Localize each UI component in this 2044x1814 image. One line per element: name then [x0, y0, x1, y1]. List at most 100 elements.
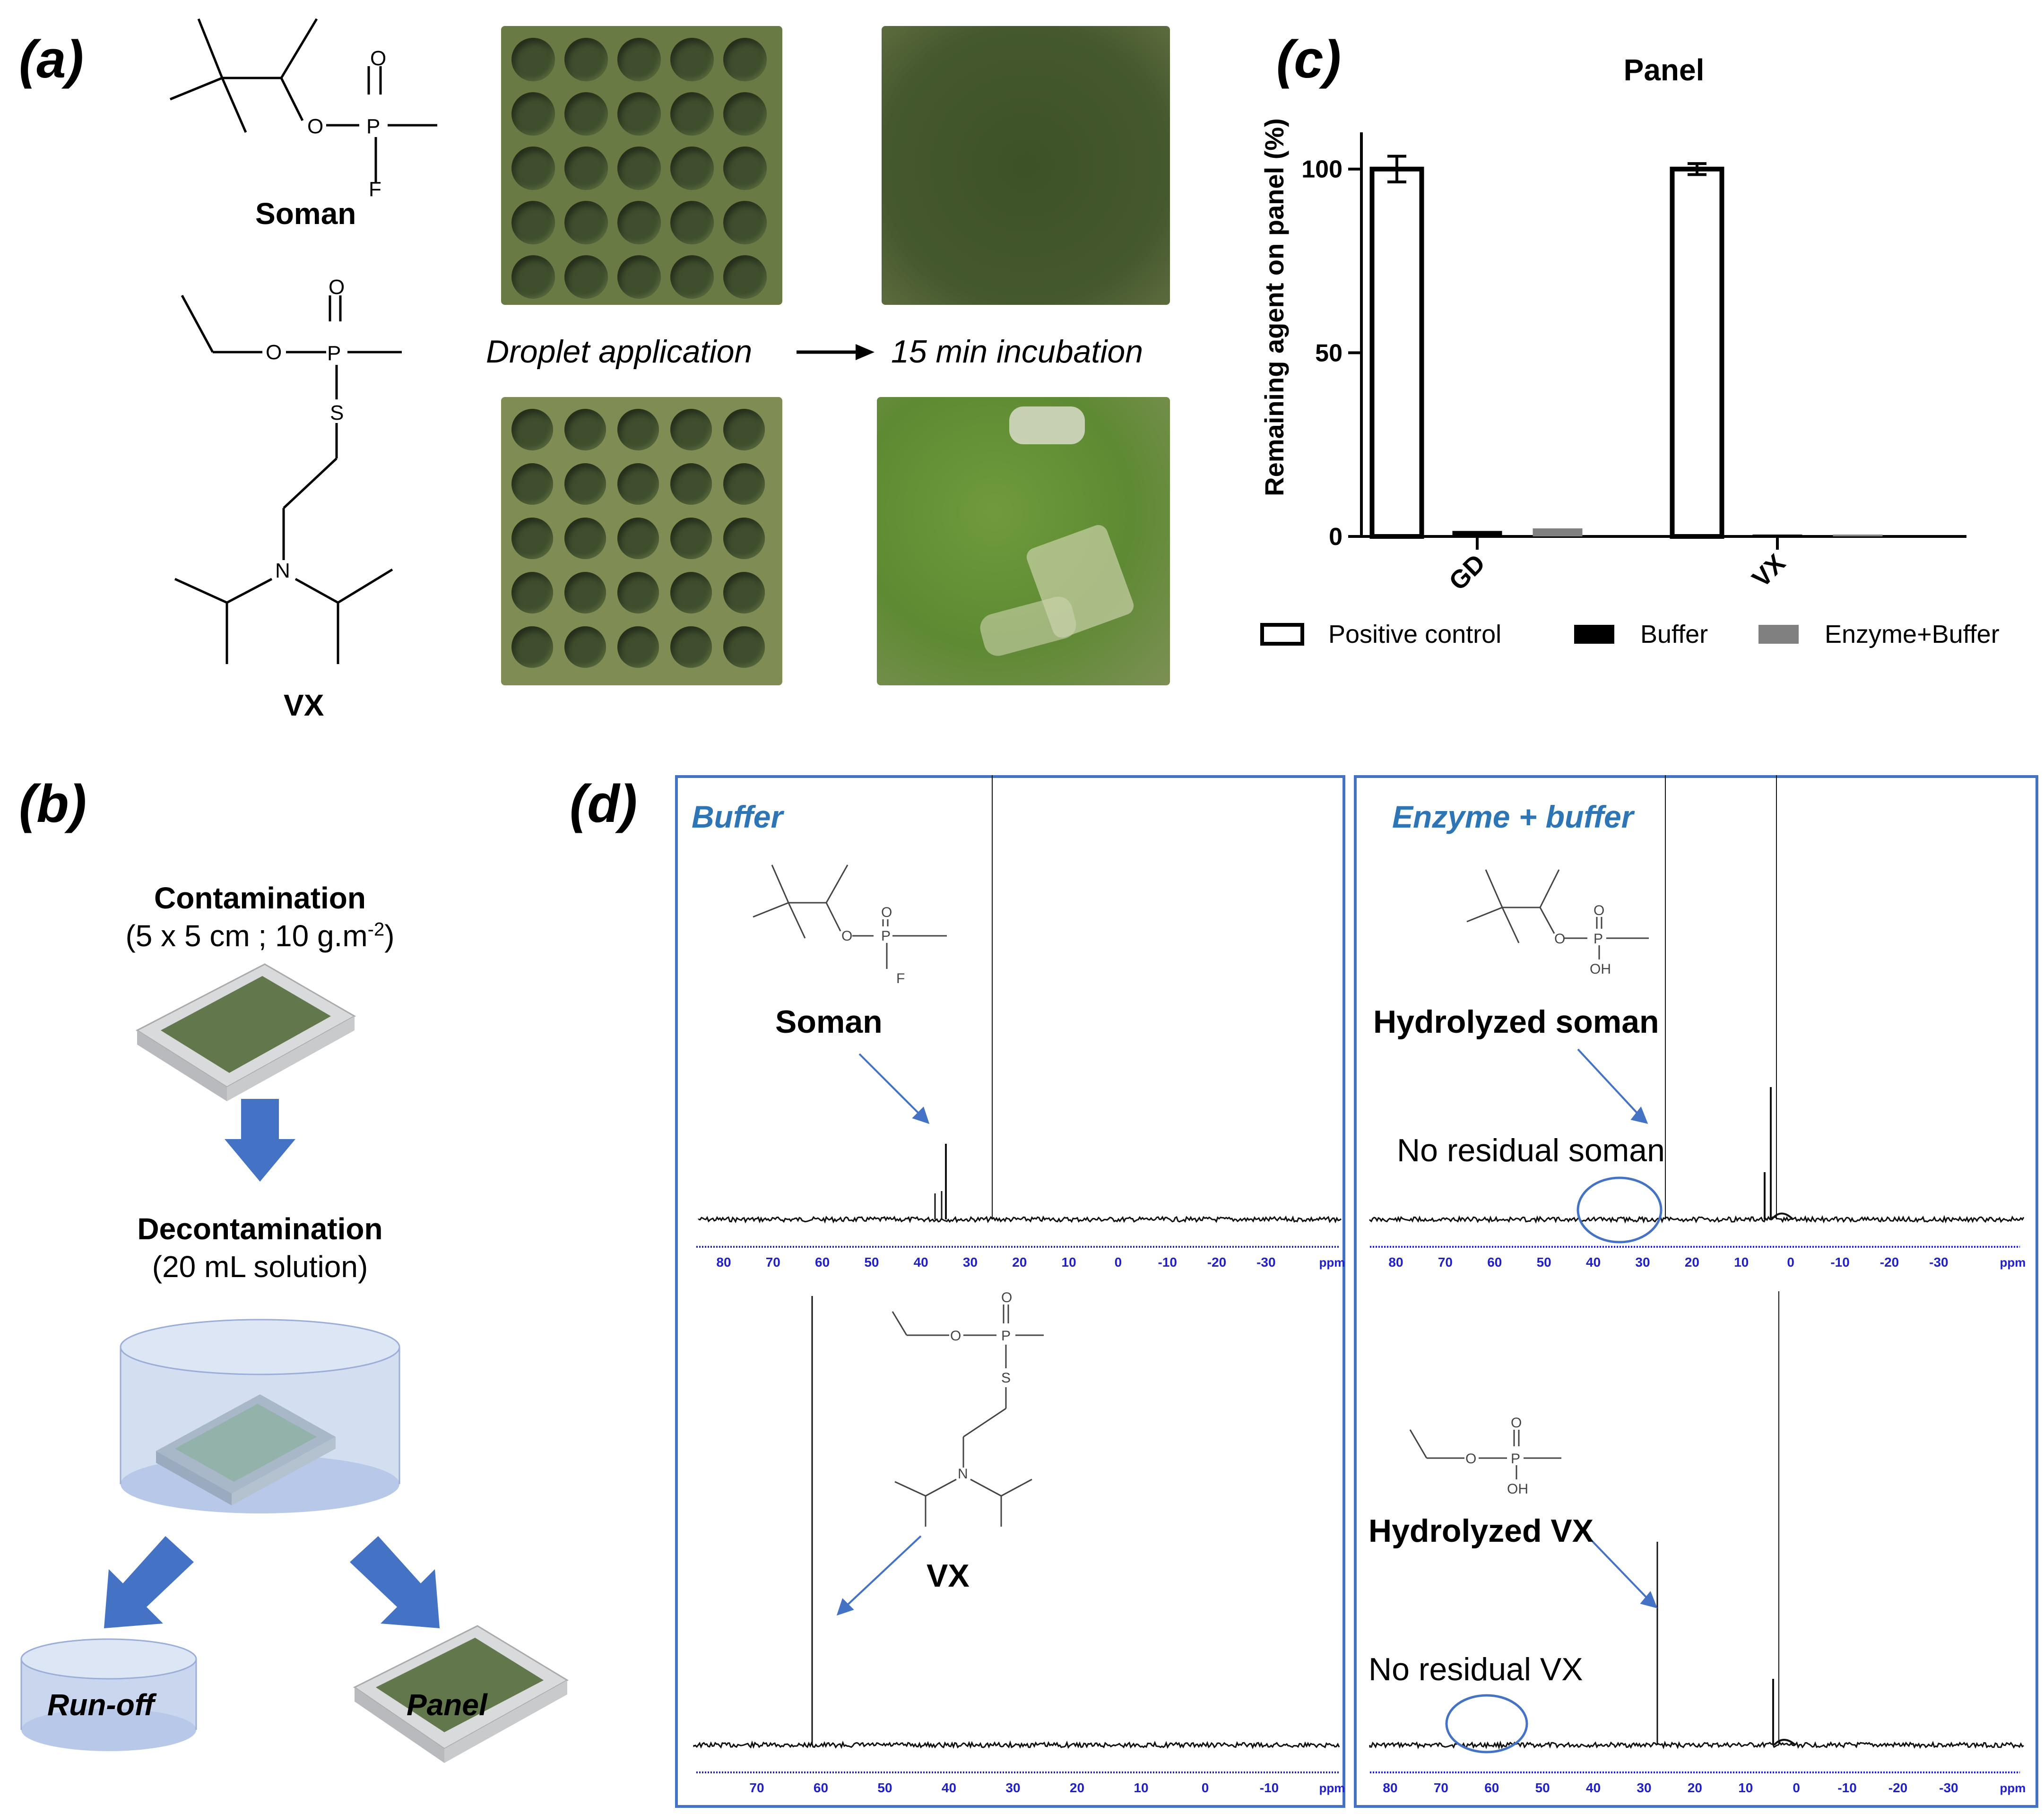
ppm-tick-label: 30	[1635, 1255, 1650, 1270]
decontamination-title: Decontamination	[137, 1212, 383, 1246]
droplet	[617, 626, 659, 668]
nmr-soman-structure	[753, 864, 947, 969]
error-bar	[1688, 162, 1706, 176]
y-tick-label: 0	[1329, 523, 1342, 551]
ppm-tick-label: -30	[1929, 1255, 1948, 1270]
nmr-hsoman-o: O	[1554, 931, 1565, 947]
droplet-grid	[501, 397, 782, 685]
ppm-tick-label: 60	[815, 1255, 830, 1270]
chart-title: Panel	[1624, 53, 1705, 87]
nmr-vx-o2: O	[1001, 1290, 1012, 1305]
nmr-buffer-title: Buffer	[692, 799, 783, 834]
vx-structure	[174, 294, 402, 664]
ppm-tick-label: 50	[864, 1255, 879, 1270]
contamination-title: Contamination	[154, 881, 366, 915]
droplet	[511, 409, 553, 450]
photo-vx-incubated	[877, 397, 1170, 685]
panel-a-label: (a)	[19, 30, 84, 89]
droplet	[617, 409, 659, 450]
droplet	[723, 626, 765, 668]
nmr-hsoman-p: P	[1594, 931, 1603, 947]
ppm-tick-label: 40	[914, 1255, 928, 1270]
ppm-tick-label: -20	[1888, 1780, 1907, 1795]
nmr-soman-o: O	[841, 928, 852, 944]
panel-a-structures: O P O F O P O S N	[170, 18, 437, 664]
bar-vx-positive-control	[1670, 166, 1724, 539]
ppm-tick-label: -10	[1830, 1255, 1849, 1270]
nmr-vx-s: S	[1001, 1370, 1011, 1386]
vx-n-atom: N	[275, 559, 290, 582]
down-left-arrow	[104, 1536, 194, 1628]
chart-bars	[1369, 155, 1883, 539]
nmr-hsoman-oh: OH	[1590, 961, 1611, 977]
soman-o-atom: O	[307, 115, 323, 138]
ppm-tick-label: 80	[716, 1255, 731, 1270]
step-incubation: 15 min incubation	[891, 334, 1143, 370]
droplet	[723, 463, 765, 505]
solution-bath-illustration	[120, 1319, 400, 1513]
nmr-no-residual-soman: No residual soman	[1397, 1132, 1665, 1168]
droplet	[511, 255, 555, 299]
ppm-tick-label: 20	[1012, 1255, 1027, 1270]
ppm-tick-label: 50	[1535, 1780, 1550, 1795]
ppm-tick-label: 20	[1688, 1780, 1702, 1795]
droplet	[511, 92, 555, 136]
panel-label: Panel	[407, 1688, 487, 1722]
ppm-tick-label: 20	[1685, 1255, 1699, 1270]
error-bar	[1387, 155, 1406, 183]
droplet	[617, 572, 659, 613]
droplet	[564, 572, 606, 613]
nmr-soman-f: F	[896, 971, 905, 986]
droplet	[511, 463, 553, 505]
nmr-hydrolyzed-soman-label: Hydrolyzed soman	[1373, 1004, 1659, 1040]
ppm-tick-label: 10	[1734, 1255, 1749, 1270]
droplet	[723, 409, 765, 450]
nmr-circles	[1445, 1176, 1663, 1754]
ppm-tick-label: 0	[1202, 1780, 1209, 1795]
droplet	[617, 518, 659, 559]
ppm-tick-label: -10	[1260, 1780, 1279, 1795]
ppm-tick-label: 10	[1738, 1780, 1753, 1795]
legend-swatch	[1758, 625, 1799, 644]
ppm-tick-label: 40	[1586, 1780, 1601, 1795]
droplet	[511, 38, 555, 81]
ppm-tick-label: 30	[1637, 1780, 1651, 1795]
photo-soman-droplets	[501, 26, 782, 305]
droplet	[670, 626, 712, 668]
bar-gd-positive-control	[1369, 166, 1424, 539]
soman-p-atom: P	[366, 115, 380, 138]
droplet	[670, 38, 714, 81]
nmr-hvx-oh: OH	[1507, 1481, 1528, 1497]
legend-swatch	[1574, 625, 1614, 644]
nmr-soman-p: P	[881, 928, 891, 944]
nmr-buffer-box	[675, 775, 1345, 1808]
droplet	[511, 626, 553, 668]
nmr-soman-label: Soman	[775, 1004, 883, 1040]
ppm-tick-label: 80	[1383, 1780, 1397, 1795]
droplet	[723, 572, 765, 613]
droplet	[511, 518, 553, 559]
panel-c-label: (c)	[1276, 30, 1341, 89]
ppm-tick-label: 30	[1005, 1780, 1020, 1795]
ppm-tick-label: 70	[1434, 1780, 1448, 1795]
nmr-hsoman-o2: O	[1594, 903, 1604, 918]
droplet	[723, 518, 765, 559]
photo-vx-droplets	[501, 397, 782, 685]
droplet	[723, 38, 767, 81]
nmr-trace-soman-buffer	[698, 1215, 1342, 1224]
droplet	[670, 201, 714, 244]
bar-gd-buffer	[1452, 531, 1502, 536]
photo-soman-incubated	[882, 26, 1170, 305]
step-arrow	[797, 344, 875, 360]
down-right-arrow	[350, 1536, 440, 1628]
ppm-unit-label: ppm	[1319, 1255, 1345, 1270]
soman-label: Soman	[255, 197, 356, 231]
ppm-tick-label: 0	[1115, 1255, 1122, 1270]
ppm-tick-label: 40	[942, 1780, 956, 1795]
contaminated-panel-illustration	[135, 963, 356, 1101]
ppm-tick-label: 10	[1062, 1255, 1076, 1270]
x-tick-label: VX	[1747, 549, 1791, 593]
